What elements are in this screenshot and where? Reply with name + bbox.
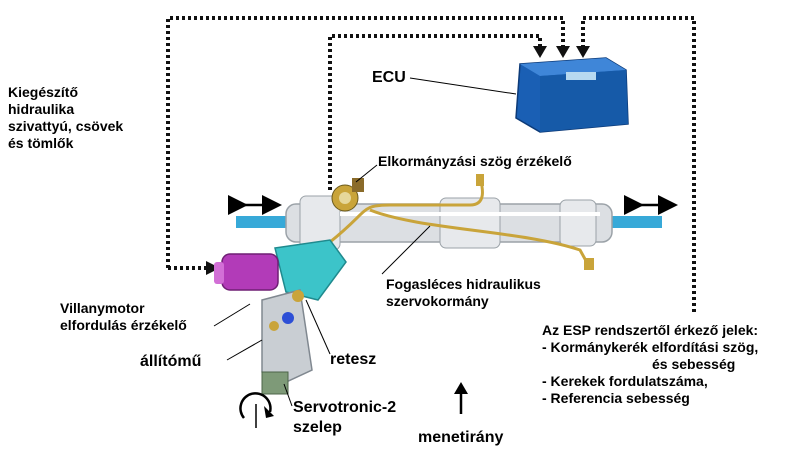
tie-rod-right bbox=[602, 216, 662, 228]
esp-item-1: - Kormánykerék elfordítási szög, bbox=[542, 339, 759, 355]
actuator-label: állítómű bbox=[140, 353, 202, 370]
motor-sensor-line-1: Villanymotor bbox=[60, 300, 145, 316]
rack-steering-label: Fogasléces hidraulikus szervokormány bbox=[386, 276, 541, 310]
esp-item-2: - Kerekek fordulatszáma, bbox=[542, 373, 708, 389]
servotronic-label: Servotronic-2 szelep bbox=[293, 398, 396, 438]
ecu-arrow-3 bbox=[576, 46, 590, 58]
signal-line-right bbox=[581, 16, 696, 312]
direction-arrow bbox=[454, 382, 468, 414]
esp-title: Az ESP rendszertől érkező jelek: bbox=[542, 322, 759, 338]
esp-item-1b: és sebesség bbox=[652, 356, 736, 372]
aux-hydraulics-line-1: Kiegészítő bbox=[8, 84, 79, 100]
tie-rod-left bbox=[236, 216, 296, 228]
servotronic-line-2: szelep bbox=[293, 419, 342, 436]
hydraulic-tube bbox=[329, 175, 592, 269]
rack-steering-line-1: Fogasléces hidraulikus bbox=[386, 276, 541, 292]
rotation-icon bbox=[239, 392, 274, 428]
rack-steering-line-2: szervokormány bbox=[386, 293, 489, 309]
signal-lines bbox=[166, 16, 696, 312]
ecu-label: ECU bbox=[372, 69, 406, 86]
valve-assembly bbox=[261, 239, 347, 395]
ecu-arrow-2 bbox=[556, 46, 570, 58]
servotronic-line-1: Servotronic-2 bbox=[293, 399, 397, 416]
electric-motor bbox=[214, 253, 279, 291]
aux-hydraulics-line-2: hidraulika bbox=[8, 101, 75, 117]
ecu-unit bbox=[409, 57, 629, 133]
signal-line-outer-left bbox=[166, 16, 565, 268]
motor-sensor-label: Villanymotor elfordulás érzékelő bbox=[60, 300, 187, 334]
aux-hydraulics-line-3: szivattyú, csövek bbox=[8, 118, 124, 134]
ecu-arrow-1 bbox=[533, 46, 547, 58]
aux-hydraulics-label: Kiegészítő hidraulika szivattyú, csövek … bbox=[8, 84, 123, 152]
motor-sensor-line-2: elfordulás érzékelő bbox=[60, 317, 187, 333]
signal-line-inner-left bbox=[328, 34, 542, 190]
ecu-input-arrows bbox=[206, 46, 590, 275]
direction-label: menetirány bbox=[418, 429, 504, 446]
steering-angle-sensor-label: Elkormányzási szög érzékelő bbox=[378, 153, 572, 169]
steering-angle-sensor bbox=[331, 178, 364, 212]
esp-signals-block: Az ESP rendszertől érkező jelek: - Kormá… bbox=[542, 322, 758, 407]
latch-label: retesz bbox=[330, 351, 377, 368]
esp-item-3: - Referencia sebesség bbox=[542, 390, 690, 406]
leader-lines bbox=[213, 164, 431, 407]
aux-hydraulics-line-4: és tömlők bbox=[8, 135, 74, 151]
motor-arrow bbox=[206, 261, 220, 275]
